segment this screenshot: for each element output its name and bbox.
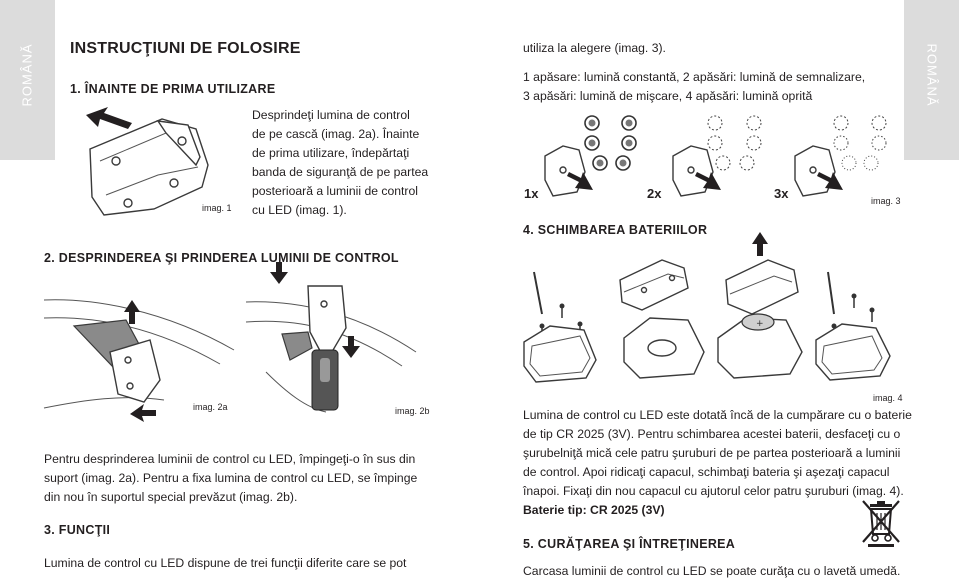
arrow-up-icon [124,300,140,324]
figure-4-caption: imag. 4 [873,393,903,403]
led-pattern-icon [833,115,887,171]
side-tab-right: ROMÂNĂ [904,0,959,160]
figure-1-caption: imag. 1 [202,203,232,213]
led-pattern-icon [707,115,762,171]
screwdriver-icon [827,271,835,315]
section1-heading: 1. ÎNAINTE DE PRIMA UTILIZARE [70,82,276,96]
side-tab-left: ROMÂNĂ [0,0,55,160]
screw-icon [559,303,565,318]
arrow-down-icon [342,336,360,358]
figure-3-caption: imag. 3 [871,196,901,206]
section1-line: cu LED (imag. 1). [252,203,347,217]
figure-2a-caption: imag. 2a [193,402,228,412]
screwdriver-icon [533,271,543,315]
section4-heading: 4. SCHIMBAREA BATERIILOR [523,223,708,237]
press-label-3x: 3x [774,186,789,201]
section5-heading: 5. CURĂŢAREA ŞI ÎNTREŢINEREA [523,537,736,551]
section1-text: Desprindeţi lumina de control de pe casc… [252,106,428,220]
functions-line: 3 apăsări: lumină de mişcare, 4 apăsări:… [523,89,813,103]
section1-line: de pe cască (imag. 2a). Înainte [252,127,420,141]
weee-crossed-bin-icon [862,500,900,547]
section5-line: Carcasa luminii de control cu LED se poa… [523,564,901,578]
section1-line: de prima utilizare, îndepărtaţi [252,146,410,160]
arrow-icon [817,172,843,190]
arrow-icon [695,172,721,190]
section4-line: de tip CR 2025 (3V). Pentru schimbarea a… [523,427,901,441]
arrow-up-icon [752,232,768,256]
figure-4-battery-replacement-illustration: + [523,232,891,383]
section4-text: Lumina de control cu LED este dotată înc… [523,406,912,520]
section4-line: înapoi. Fixaţi din nou capacul cu ajutor… [523,484,904,498]
screw-icon [851,293,857,308]
section2-line: din nou în suportul special prevăzut (im… [44,490,298,504]
svg-text:+: + [756,319,764,329]
section2-heading: 2. DESPRINDEREA ŞI PRINDEREA LUMINII DE … [44,251,399,265]
side-label-right: ROMÂNĂ [924,43,940,107]
section4-line: Lumina de control cu LED este dotată înc… [523,408,912,422]
battery-type: Baterie tip: CR 2025 (3V) [523,503,665,517]
arrow-down-icon [270,262,288,284]
section3-line: Lumina de control cu LED dispune de trei… [44,556,407,570]
section4-line: de control. Apoi ridicaţi capacul, schim… [523,465,890,479]
section2-line: suport (imag. 2a). Pentru a fixa lumina … [44,471,418,485]
led-pattern-icon [584,115,637,171]
figure-3-press-modes-illustration [544,115,887,197]
section2-text: Pentru desprinderea luminii de control c… [44,450,417,507]
arrow-icon [86,107,132,129]
figure-2a-helmet-release-illustration [43,299,235,422]
page-title: INSTRUCŢIUNI DE FOLOSIRE [70,40,301,57]
section1-line: posterioară a luminii de control [252,184,418,198]
section1-line: Desprindeţi lumina de control [252,108,410,122]
figure-2b-caption: imag. 2b [395,406,430,416]
figure-2b-helmet-attach-illustration [245,262,417,413]
side-label-left: ROMÂNĂ [19,43,35,107]
section2-line: Pentru desprinderea luminii de control c… [44,452,416,466]
press-label-1x: 1x [524,186,539,201]
functions-text: utiliza la alegere (imag. 3). 1 apăsare:… [523,39,865,106]
figure-1-led-light-illustration [86,107,209,216]
press-label-2x: 2x [647,186,662,201]
arrow-icon [130,404,156,422]
functions-line: utiliza la alegere (imag. 3). [523,41,666,55]
section4-line: şurubelniţă mică cele patru şuruburi de … [523,446,901,460]
screw-icon [869,307,875,322]
section1-line: banda de siguranţă de pe partea [252,165,429,179]
functions-line: 1 apăsare: lumină constantă, 2 apăsări: … [523,70,866,84]
section3-heading: 3. FUNCŢII [44,523,111,537]
arrow-icon [567,172,593,190]
